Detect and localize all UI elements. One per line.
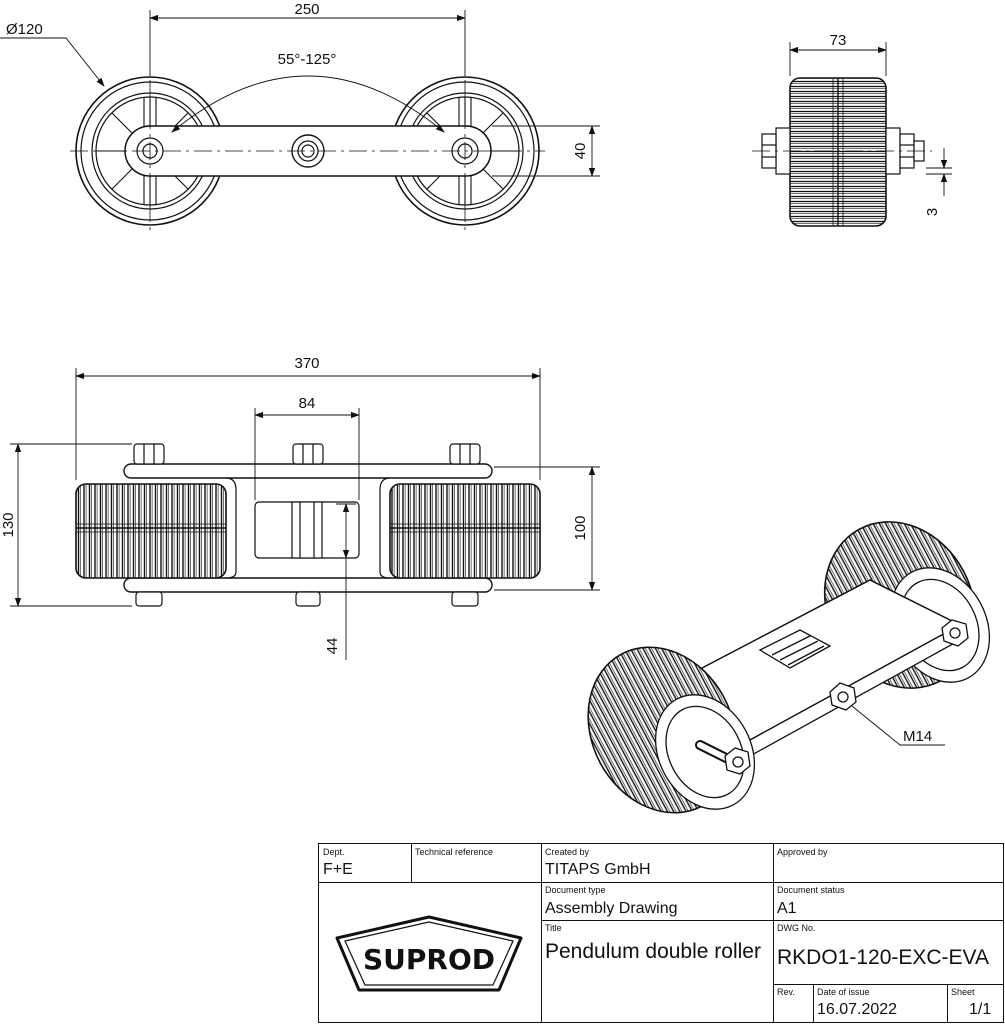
dwg-no-label: DWG No.	[777, 923, 816, 933]
created-by-value: TITAPS GmbH	[545, 861, 651, 878]
title-block: Dept. F+E Technical reference Created by…	[318, 843, 1004, 1023]
logo-text: SUPROD	[363, 943, 495, 976]
dim-overall-length: 370	[294, 355, 319, 372]
front-view-dimensions	[789, 42, 952, 196]
date-value: 16.07.2022	[817, 1001, 898, 1018]
plan-right-wheel	[389, 483, 541, 579]
doc-type-label: Document type	[545, 885, 606, 895]
doc-status-label: Document status	[777, 885, 845, 895]
front-view	[752, 77, 932, 227]
plan-view	[75, 443, 541, 607]
plan-left-wheel	[75, 483, 227, 579]
dwg-no-value: RKDO1-120-EXC-EVA	[777, 946, 990, 969]
isometric-view	[587, 521, 991, 814]
suprod-logo: SUPROD	[335, 915, 523, 992]
drawing-title: Pendulum double roller	[545, 940, 761, 963]
side-view-dimensions	[0, 10, 600, 177]
dim-wheel-height: 100	[572, 515, 589, 540]
dim-width: 73	[830, 32, 847, 49]
doc-type-value: Assembly Drawing	[545, 900, 678, 917]
created-by-label: Created by	[545, 847, 590, 857]
approved-by-label: Approved by	[777, 847, 828, 857]
dim-swing-angle: 55°-125°	[278, 51, 337, 68]
dim-thread: M14	[903, 728, 932, 745]
dim-center-width: 84	[299, 395, 316, 412]
sheet-value: 1/1	[969, 1001, 992, 1018]
dim-axle-spacing: 250	[294, 1, 319, 18]
dim-pivot-height: 44	[324, 638, 341, 655]
dim-overall-height: 130	[0, 512, 17, 537]
sheet-label: Sheet	[951, 987, 975, 997]
dept-value: F+E	[323, 861, 353, 878]
dim-offset: 3	[924, 208, 941, 216]
doc-status-value: A1	[777, 900, 797, 917]
date-label: Date of issue	[817, 987, 870, 997]
dim-wheel-diameter: Ø120	[6, 21, 43, 38]
dept-label: Dept.	[323, 847, 345, 857]
dim-bar-height: 40	[572, 143, 589, 160]
rev-label: Rev.	[777, 987, 795, 997]
side-view	[70, 75, 545, 235]
tech-ref-label: Technical reference	[415, 847, 494, 857]
plan-view-dimensions	[10, 368, 600, 660]
title-label: Title	[545, 923, 562, 933]
